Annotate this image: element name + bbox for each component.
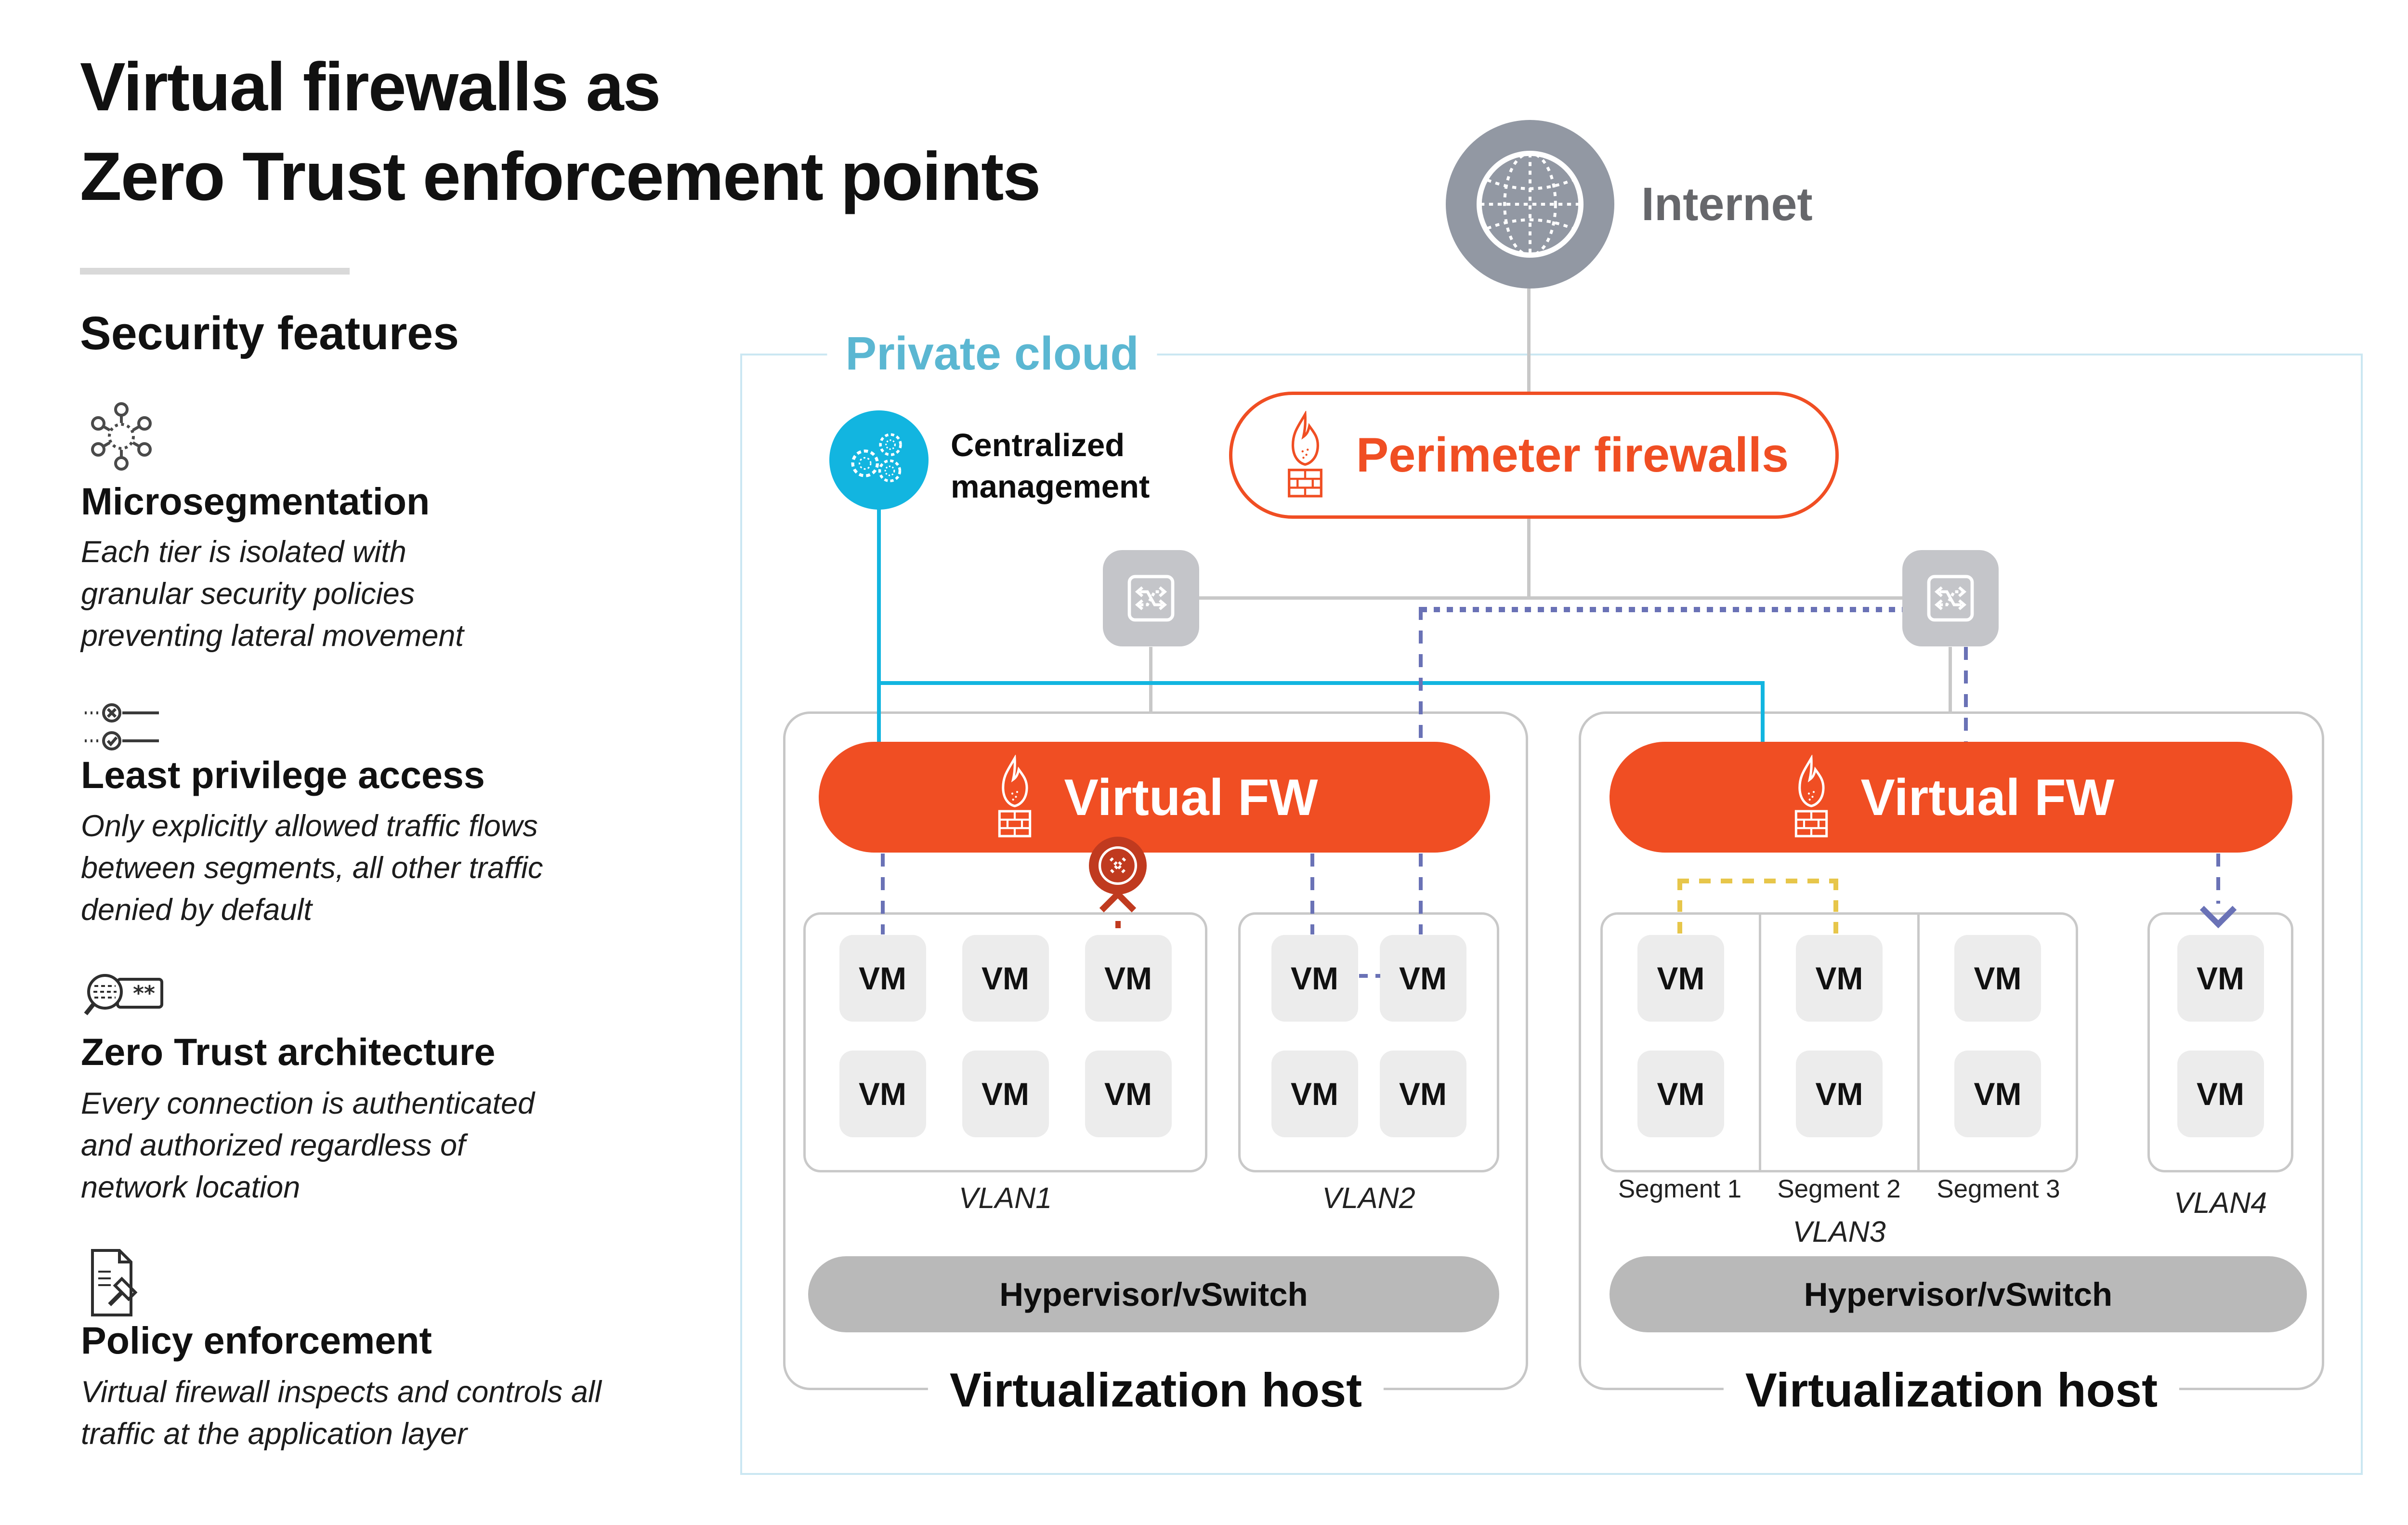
mgmt-link-to-host2-fw	[1761, 681, 1765, 743]
firewall-icon	[1795, 755, 1828, 838]
vlan4-group: VM VM	[2147, 912, 2293, 1172]
internet-label: Internet	[1641, 178, 1813, 230]
vm-tile: VM	[962, 935, 1049, 1022]
virtualization-host-2-label: Virtualization host	[1723, 1363, 2180, 1418]
page-title-line2: Zero Trust enforcement points	[80, 138, 1041, 215]
page-title: Virtual firewalls as Zero Trust enforcem…	[80, 42, 1041, 222]
line-perimeter-to-switches	[1527, 518, 1531, 600]
vm-tile: VM	[2177, 1051, 2264, 1137]
virtual-fw-label: Virtual FW	[1064, 768, 1318, 826]
feature-title-least-privilege: Least privilege access	[81, 753, 485, 796]
internet-node	[1446, 120, 1614, 289]
segment1-link-drop	[1677, 879, 1682, 934]
vlan3-segment-3: VM VM	[1917, 915, 2076, 1170]
vlan2-group: VM VM VM VM	[1238, 912, 1499, 1172]
virtualization-host-1-label: Virtualization host	[928, 1363, 1384, 1418]
feature-title-microsegmentation: Microsegmentation	[81, 480, 430, 523]
vm-tile: VM	[1085, 935, 1172, 1022]
vm-tile: VM	[1954, 935, 2041, 1022]
least-privilege-icon	[83, 698, 162, 756]
vm-tile: VM	[1637, 935, 1724, 1022]
fw1-to-vlan2-vm2-dashed	[1419, 854, 1423, 934]
feature-desc-policy-enforcement: Virtual firewall inspects and controls a…	[81, 1375, 602, 1451]
segment2-label: Segment 2	[1777, 1175, 1901, 1203]
feature-title-policy-enforcement: Policy enforcement	[81, 1319, 432, 1362]
security-features-heading: Security features	[80, 307, 459, 359]
globe-icon	[1477, 151, 1584, 258]
hypervisor-vswitch-2: Hypervisor/vSwitch	[1610, 1256, 2307, 1332]
switch2-to-fw2-dashed	[1964, 647, 1968, 743]
microsegmentation-icon	[83, 398, 160, 477]
virtual-fw-label: Virtual FW	[1860, 768, 2115, 826]
svg-text:**: **	[133, 981, 155, 1006]
vlan3-segment-2: VM VM	[1759, 915, 1917, 1170]
fw2-to-vlan4-dashed	[2216, 854, 2220, 904]
vlan3-segment-1: VM VM	[1603, 915, 1759, 1170]
vm-tile: VM	[1796, 935, 1883, 1022]
network-switch-icon	[1103, 550, 1199, 646]
page-title-line1: Virtual firewalls as	[80, 49, 661, 125]
mgmt-link-to-host1-fw	[877, 509, 881, 743]
vm-tile: VM	[1637, 1051, 1724, 1137]
vm-tile: VM	[839, 935, 926, 1022]
line-switch1-to-host1	[1149, 647, 1152, 713]
vm-tile: VM	[1954, 1051, 2041, 1137]
line-switch-to-switch	[1199, 596, 1902, 600]
mgmt-link-horizontal	[877, 681, 1765, 685]
vm-tile: VM	[1271, 935, 1358, 1022]
vm-tile: VM	[1271, 1051, 1358, 1137]
policy-enforcement-icon	[83, 1247, 150, 1321]
perimeter-firewalls-label: Perimeter firewalls	[1356, 428, 1789, 482]
vlan-trunk-dotted-link	[1421, 607, 1902, 612]
virtual-fw-2: Virtual FW	[1610, 742, 2292, 853]
zero-trust-icon: **	[83, 966, 166, 1027]
firewall-icon	[1287, 411, 1322, 498]
segment2-link-drop	[1833, 879, 1838, 934]
vlan2-uplink-dashed	[1419, 607, 1423, 743]
vlan2-vm-to-vm-dashed	[1359, 974, 1380, 978]
feature-desc-microsegmentation: Each tier is isolated with granular secu…	[81, 535, 464, 653]
line-switch2-to-host2	[1949, 647, 1952, 713]
vm-tile: VM	[1085, 1051, 1172, 1137]
centralized-management-label: Centralized management	[951, 427, 1150, 505]
feature-desc-least-privilege: Only explicitly allowed traffic flows be…	[81, 809, 543, 927]
feature-title-zero-trust: Zero Trust architecture	[81, 1030, 496, 1073]
segment3-label: Segment 3	[1937, 1175, 2060, 1203]
network-switch-icon	[1902, 550, 1999, 646]
vlan4-label: VLAN4	[2173, 1186, 2267, 1219]
vm-tile: VM	[1379, 935, 1466, 1022]
virtual-fw-1: Virtual FW	[819, 742, 1490, 853]
hypervisor-vswitch-1: Hypervisor/vSwitch	[808, 1256, 1499, 1332]
vm-tile: VM	[962, 1051, 1049, 1137]
vlan1-label: VLAN1	[958, 1182, 1052, 1214]
firewall-icon	[998, 755, 1032, 838]
private-cloud-boundary	[740, 354, 2363, 1475]
segment1-label: Segment 1	[1618, 1175, 1742, 1203]
private-cloud-label: Private cloud	[827, 327, 1157, 381]
blocked-traffic-dotted	[1115, 921, 1121, 935]
segment1-segment2-link	[1677, 879, 1838, 883]
title-divider	[80, 268, 350, 275]
vm-tile: VM	[839, 1051, 926, 1137]
vm-tile: VM	[1796, 1051, 1883, 1137]
perimeter-firewalls-node: Perimeter firewalls	[1229, 392, 1839, 519]
fw1-to-vlan1-vm1-dashed	[881, 854, 885, 934]
feature-desc-zero-trust: Every connection is authenticated and au…	[81, 1087, 535, 1204]
vlan3-group: VM VM VM VM VM VM	[1600, 912, 2078, 1172]
vlan1-group: VM VM VM VM VM VM	[803, 912, 1207, 1172]
vm-tile: VM	[2177, 935, 2264, 1022]
centralized-management-node	[829, 410, 929, 510]
vlan3-label: VLAN3	[1793, 1215, 1886, 1248]
fw1-to-vlan2-vm1-dashed	[1310, 854, 1314, 934]
gears-icon	[851, 433, 902, 483]
line-internet-to-perimeter	[1527, 289, 1531, 393]
vlan2-label: VLAN2	[1322, 1182, 1415, 1214]
vm-tile: VM	[1379, 1051, 1466, 1137]
blocked-x-icon	[1089, 837, 1147, 894]
